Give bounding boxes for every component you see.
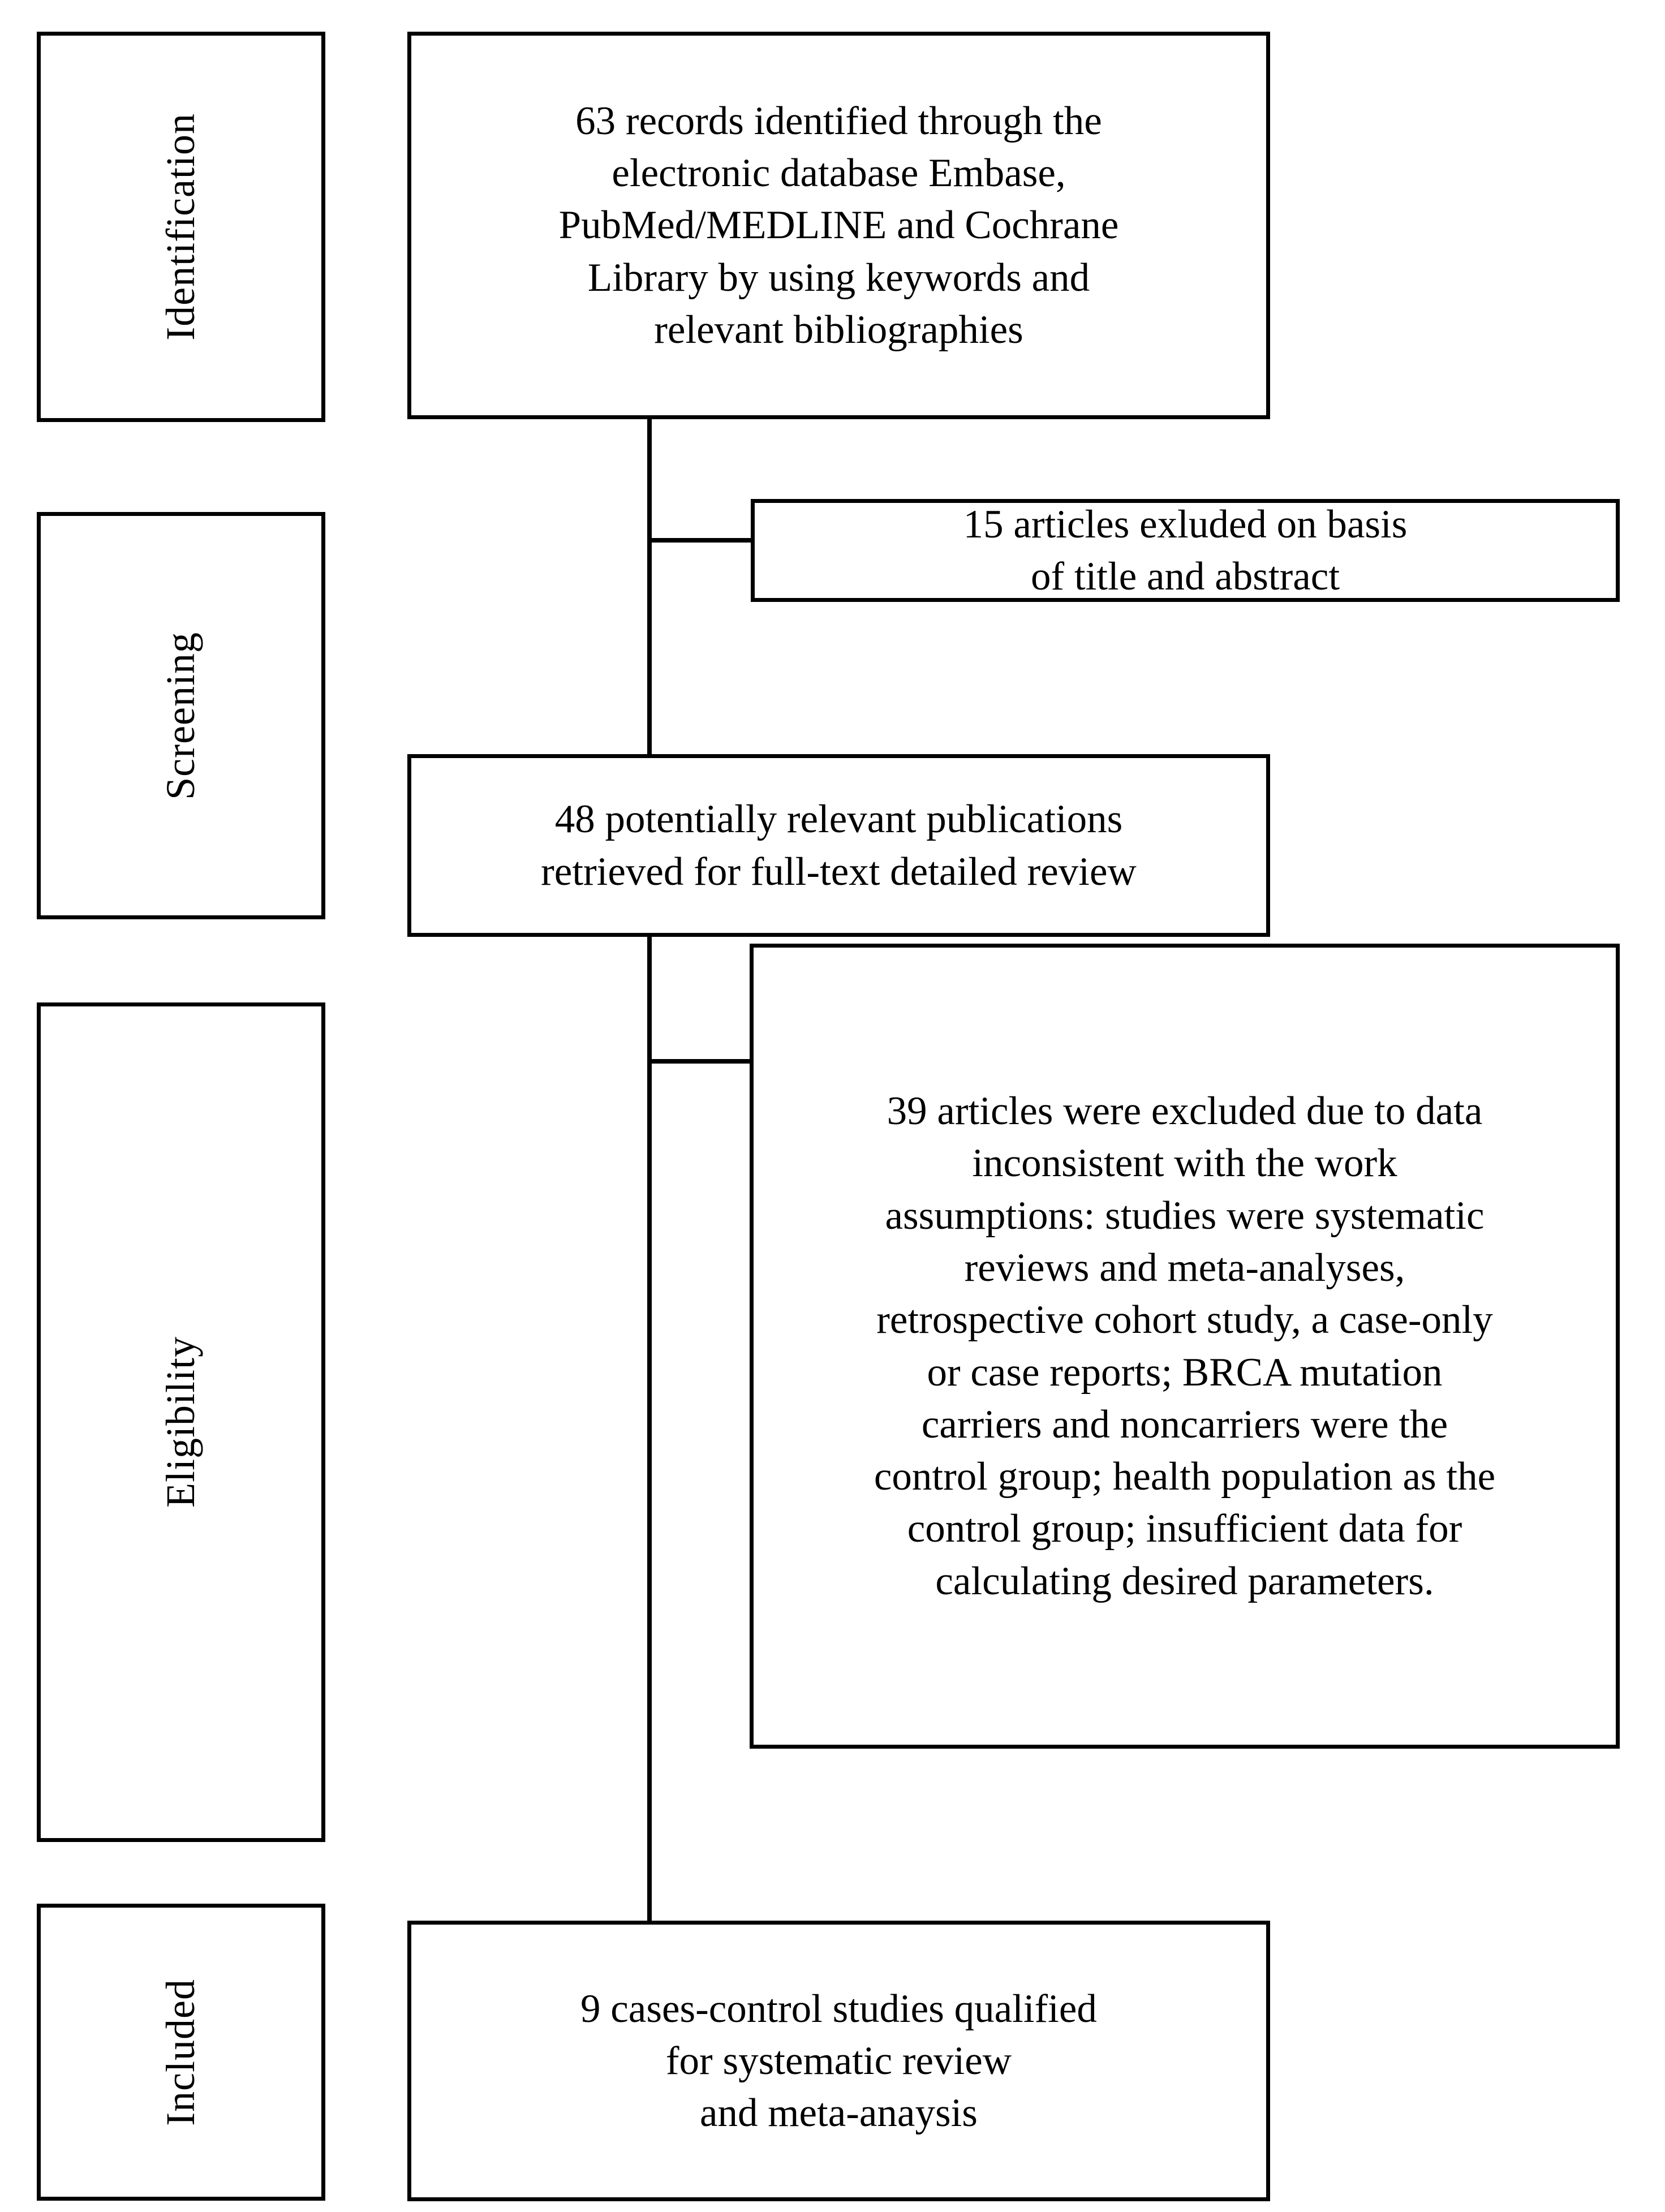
node-box-records-identified: 63 records identified through the electr… (407, 32, 1270, 419)
node-text-excluded-title-abstract: 15 articles exluded on basis of title an… (963, 502, 1408, 599)
connector-branch-to-excluded-fulltext (647, 1059, 755, 1064)
connector-branch-to-excluded-title-abstract (647, 538, 755, 543)
node-box-retrieved-fulltext: 48 potentially relevant publications ret… (407, 754, 1270, 937)
stage-label-screening: Screening (158, 631, 204, 800)
connector-identified-to-retrieved (647, 418, 652, 757)
stage-label-eligibility: Eligibility (158, 1336, 204, 1508)
stage-box-screening: Screening (37, 512, 325, 919)
stage-box-included: Included (37, 1904, 325, 2201)
node-text-included-studies: 9 cases-control studies qualified for sy… (580, 1986, 1097, 2136)
connector-retrieved-to-included (647, 933, 652, 1923)
node-box-excluded-fulltext: 39 articles were excluded due to data in… (750, 944, 1620, 1749)
stage-box-identification: Identification (37, 32, 325, 422)
stage-label-included: Included (158, 1978, 204, 2126)
node-text-records-identified: 63 records identified through the electr… (558, 98, 1119, 352)
node-text-retrieved-fulltext: 48 potentially relevant publications ret… (541, 797, 1137, 894)
stage-label-identification: Identification (158, 113, 204, 341)
node-box-included-studies: 9 cases-control studies qualified for sy… (407, 1921, 1270, 2201)
node-box-excluded-title-abstract: 15 articles exluded on basis of title an… (751, 499, 1620, 602)
node-text-excluded-fulltext: 39 articles were excluded due to data in… (874, 1089, 1496, 1603)
stage-box-eligibility: Eligibility (37, 1002, 325, 1842)
